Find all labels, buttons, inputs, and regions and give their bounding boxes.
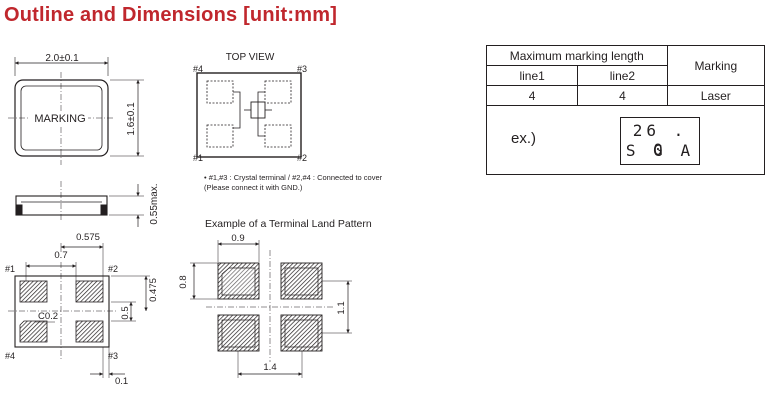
land-pattern-diagram: [190, 240, 352, 378]
bottom-pin1-label: #1: [5, 264, 15, 274]
top-pin3-label: #3: [297, 64, 307, 74]
value-line1: 4: [485, 85, 579, 106]
example-marking-box: 26 . 0 S G A: [620, 117, 700, 165]
bottom-pin3-label: #3: [108, 351, 118, 361]
land-dim-11: 1.1: [336, 301, 347, 314]
top-pin1-label: #1: [193, 153, 203, 163]
marking-label: MARKING: [34, 113, 85, 125]
top-pin4-label: #4: [193, 64, 203, 74]
package-top-outline: [8, 57, 144, 165]
land-dim-14: 1.4: [263, 362, 276, 373]
bottom-pin4-label: #4: [5, 351, 15, 361]
land-pattern-title: Example of a Terminal Land Pattern: [205, 218, 372, 230]
example-label: ex.): [511, 130, 537, 147]
thickness-dimension: 0.55max.: [149, 183, 160, 224]
chamfer-label: C0.2: [38, 311, 58, 322]
dim-0475: 0.475: [148, 278, 159, 302]
example-cell: ex.) 26 . 0 S G A: [486, 105, 765, 175]
height-dimension: 1.6±0.1: [126, 102, 137, 136]
marking-table: Maximum marking length Marking line1 lin…: [485, 45, 766, 175]
bottom-pin2-label: #2: [108, 264, 118, 274]
dim-0575: 0.575: [76, 232, 100, 243]
example-line2: S G A: [625, 141, 695, 160]
land-dim-09: 0.9: [231, 233, 244, 244]
dim-05: 0.5: [120, 306, 131, 319]
width-dimension: 2.0±0.1: [45, 53, 79, 64]
terminal-note-line1: • #1,#3 : Crystal terminal / #2,#4 : Con…: [204, 173, 383, 182]
value-line2: 4: [577, 85, 668, 106]
header-max-marking-length: Maximum marking length: [486, 45, 668, 66]
header-line1: line1: [485, 65, 579, 86]
dim-01: 0.1: [115, 376, 128, 387]
example-line1: 26 . 0: [632, 121, 688, 159]
value-marking: Laser: [666, 85, 766, 106]
header-marking: Marking: [666, 45, 766, 86]
package-side-view: [15, 181, 144, 227]
header-line2: line2: [577, 65, 668, 86]
top-view-diagram: [196, 72, 302, 158]
dim-07: 0.7: [54, 250, 67, 261]
page-title: Outline and Dimensions [unit:mm]: [4, 4, 338, 26]
top-pin2-label: #2: [297, 153, 307, 163]
land-dim-08: 0.8: [178, 275, 189, 288]
package-bottom-view: [8, 243, 150, 378]
terminal-note-line2: (Please connect it with GND.): [204, 183, 303, 192]
top-view-label: TOP VIEW: [226, 52, 275, 63]
